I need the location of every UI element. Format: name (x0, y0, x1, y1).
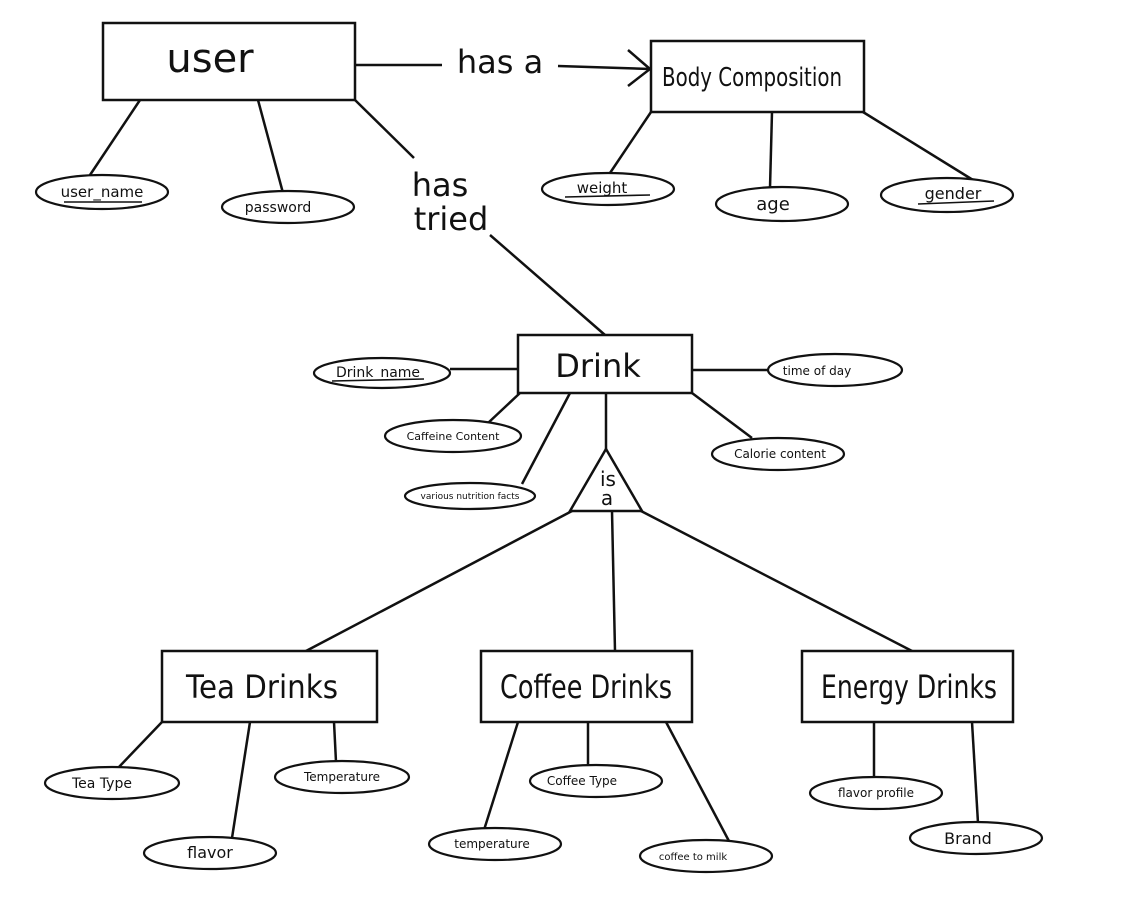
entity-coffee-drinks: Coffee Drinks (479, 649, 694, 724)
entity-user: user (101, 21, 357, 102)
edge-isa-energy (640, 509, 913, 653)
connector-lines (88, 49, 980, 844)
entity-energy-drinks-label: Energy Drinks (821, 668, 997, 706)
attribute-user-name-label: user_name (61, 183, 144, 202)
primary-key-underline (564, 194, 651, 198)
attribute-caffeine-content: Caffeine Content (383, 418, 523, 454)
attribute-calorie-content: Calorie content (710, 436, 846, 472)
edge-isa-tea (305, 509, 573, 653)
attribute-coffee-type: Coffee Type (528, 763, 664, 799)
entity-tea-drinks-label: Tea Drinks (185, 668, 338, 706)
attribute-coffee-to-milk-label: coffee to milk (659, 852, 728, 863)
attribute-nutrition-facts-label: various nutrition facts (421, 492, 520, 502)
attribute-tea-type: Tea Type (43, 765, 181, 801)
edge-isa-coffee (610, 510, 617, 652)
entity-user-label: user (166, 36, 254, 82)
attribute-flavor-label: flavor (187, 843, 233, 862)
edge-user-username (88, 99, 142, 176)
attribute-flavor-profile: flavor profile (808, 775, 944, 811)
attribute-gender: gender (879, 176, 1015, 214)
edge-tea-flavor (230, 721, 252, 839)
attribute-tea-type-label: Tea Type (71, 776, 132, 792)
primary-key-underline (917, 200, 995, 205)
attribute-brand: Brand (908, 820, 1044, 856)
attribute-calorie-content-label: Calorie content (734, 447, 826, 461)
attribute-user-name: user_name (34, 173, 170, 211)
edge-coffee-temperature (482, 721, 520, 831)
attribute-caffeine-content-label: Caffeine Content (407, 430, 500, 443)
relationship-has-a: has a (457, 43, 543, 81)
attribute-time-of-day: time of day (766, 352, 904, 388)
attribute-flavor-profile-label: flavor profile (838, 786, 914, 800)
attribute-password: password (220, 189, 356, 225)
edge-hasa-bodycomp (557, 64, 651, 71)
attribute-time-of-day-label: time of day (783, 364, 851, 378)
attribute-coffee-to-milk: coffee to milk (638, 838, 774, 874)
attribute-nutrition-facts: various nutrition facts (403, 481, 537, 511)
isa-triangle: is a (567, 446, 645, 513)
entity-drink: Drink (516, 333, 694, 395)
relationship-has-tried-line1: has (412, 166, 469, 204)
isa-label-line1: is (600, 467, 616, 491)
attribute-weight-label: weight (577, 179, 628, 197)
edge-user-hastried (354, 99, 415, 159)
edge-body-gender (862, 110, 974, 182)
primary-key-underline (331, 378, 425, 382)
edge-tea-teatype (117, 721, 163, 769)
relationship-has-tried-line2: tried (414, 200, 489, 238)
attribute-coffee-type-label: Coffee Type (547, 774, 617, 788)
isa-label-line2: a (601, 486, 613, 510)
attribute-gender-label: gender (925, 184, 982, 203)
edge-drink-calorie (691, 392, 753, 439)
entity-tea-drinks: Tea Drinks (160, 649, 379, 724)
edge-coffee-tomilk (664, 721, 732, 844)
edge-drink-nutrition (520, 392, 572, 485)
edge-tea-temperature (332, 721, 338, 763)
entity-drink-label: Drink (555, 347, 641, 385)
entity-body-composition: Body Composition (649, 39, 866, 114)
edge-hastried-drink (489, 234, 606, 336)
edge-energy-brand (970, 721, 980, 824)
entity-energy-drinks: Energy Drinks (800, 649, 1015, 724)
attribute-brand-label: Brand (944, 829, 992, 848)
attribute-tea-temperature: Temperature (273, 759, 411, 795)
attribute-flavor: flavor (142, 835, 278, 871)
attribute-tea-temperature-label: Temperature (303, 770, 380, 784)
attribute-drink-name: Drink_name (312, 356, 452, 390)
edge-user-password (256, 99, 285, 194)
attribute-weight: weight (540, 171, 676, 207)
entity-coffee-drinks-label: Coffee Drinks (500, 668, 672, 706)
attribute-drink-name-label: Drink_name (336, 365, 420, 381)
edge-body-weight (608, 111, 653, 174)
attribute-age: age (714, 185, 850, 223)
attribute-age-label: age (756, 194, 790, 215)
attribute-coffee-temperature: temperature (427, 826, 563, 862)
edge-drink-caffeine (487, 392, 521, 424)
attribute-coffee-temperature-label: temperature (454, 837, 529, 851)
attribute-password-label: password (245, 200, 311, 216)
edge-body-age (768, 111, 774, 189)
entity-body-composition-label: Body Composition (662, 63, 842, 93)
